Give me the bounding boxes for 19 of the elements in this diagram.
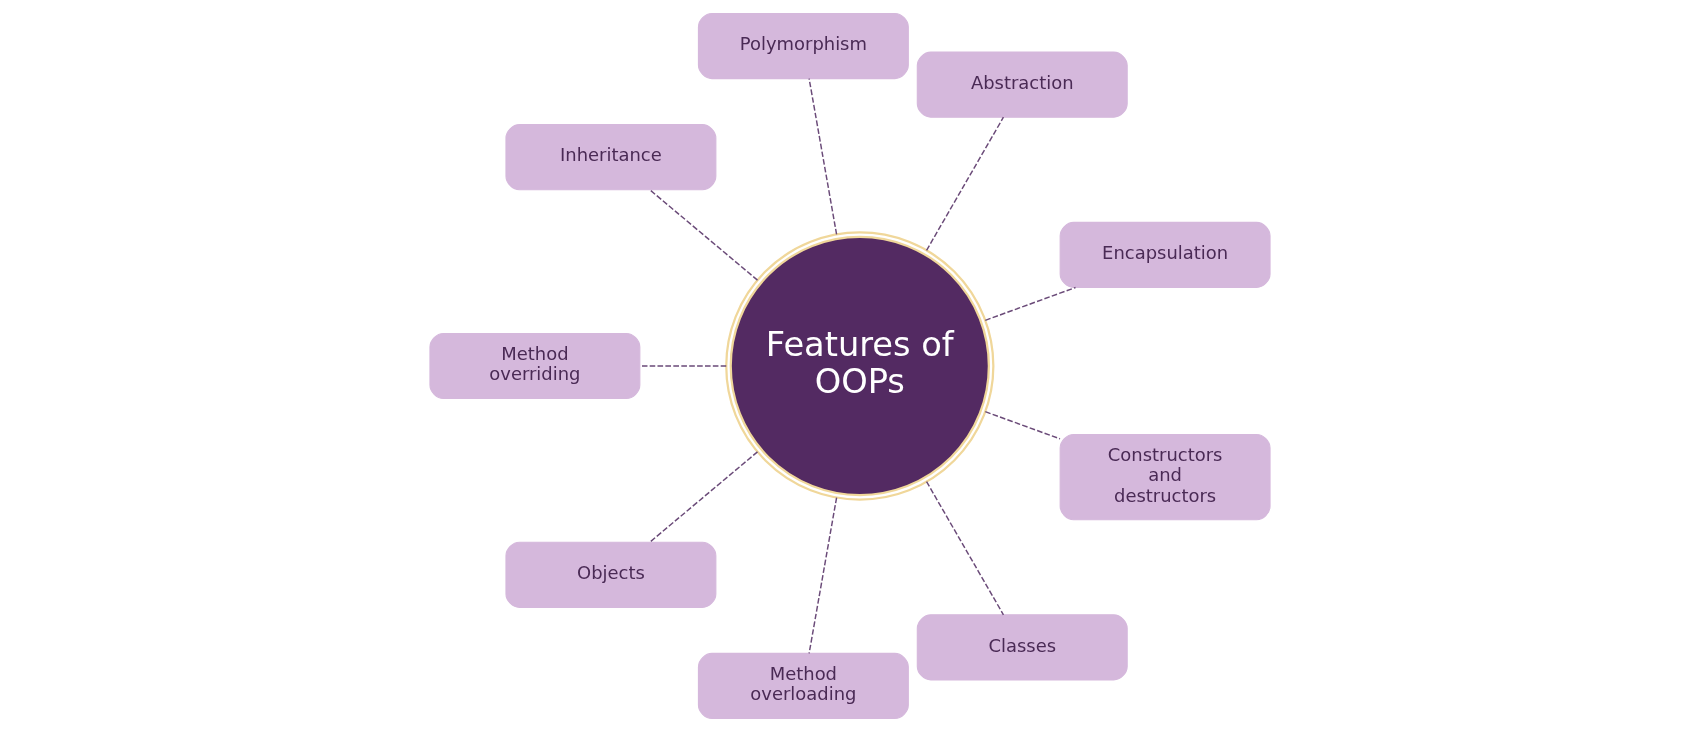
node-box: Classes — [916, 613, 1128, 680]
connector — [925, 115, 1005, 251]
node-box: Abstraction — [916, 51, 1128, 118]
node-box: Inheritance — [505, 123, 717, 190]
connector — [639, 364, 727, 367]
connector — [808, 77, 838, 235]
node-box: Polymorphism — [697, 12, 909, 79]
connector — [649, 450, 759, 543]
node-box: Method overriding — [429, 332, 641, 399]
connector — [925, 480, 1005, 615]
node-box: Constructors and destructors — [1059, 433, 1271, 520]
node-box: Objects — [505, 541, 717, 608]
node-box: Encapsulation — [1059, 221, 1271, 288]
node-circle: Features of OOPs — [725, 230, 995, 501]
connector — [808, 496, 838, 654]
connector — [984, 286, 1077, 321]
connector — [649, 188, 759, 281]
connector — [984, 410, 1061, 440]
node-box: Method overloading — [697, 652, 909, 719]
